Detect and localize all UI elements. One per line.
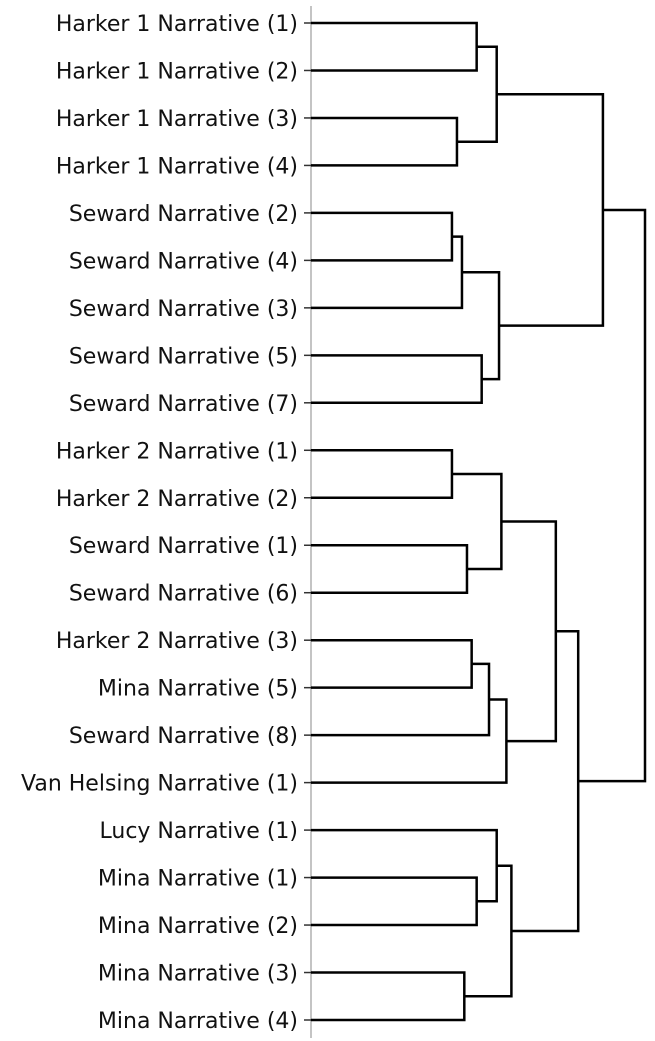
leaf-labels: Harker 1 Narrative (1) Harker 1 Narrative…: [21, 12, 298, 1034]
leaf-label: Seward Narrative (6): [69, 582, 298, 607]
leaf-label: Harker 2 Narrative (2): [56, 487, 298, 512]
leaf-label: Seward Narrative (3): [69, 297, 298, 322]
leaf-label: Seward Narrative (5): [69, 344, 298, 369]
dendrogram-branch: [311, 354, 483, 405]
leaf-label: Van Helsing Narrative (1): [21, 772, 298, 797]
dendrogram-branch: [578, 208, 647, 783]
dendrogram-branch: [496, 92, 605, 327]
leaf-label: Harker 2 Narrative (3): [56, 629, 298, 654]
dendrogram-branch: [311, 876, 478, 927]
leaf-label: Harker 1 Narrative (3): [56, 107, 298, 132]
leaf-label: Seward Narrative (2): [69, 202, 298, 227]
dendrogram-branch: [311, 543, 469, 594]
leaf-label: Mina Narrative (1): [98, 867, 298, 892]
leaf-label: Mina Narrative (5): [98, 677, 298, 702]
dendrogram-branch: [311, 828, 498, 903]
dendrogram-branch: [311, 116, 459, 167]
leaf-label: Harker 2 Narrative (1): [56, 439, 298, 464]
dendrogram-branch: [311, 449, 454, 500]
dendrogram-branch: [311, 211, 454, 262]
leaf-label: Seward Narrative (4): [69, 249, 298, 274]
dendrogram-branch: [464, 864, 513, 998]
dendrogram-branches: [311, 21, 647, 1022]
leaf-label: Seward Narrative (1): [69, 534, 298, 559]
leaf-label: Mina Narrative (3): [98, 962, 298, 987]
leaf-label: Seward Narrative (8): [69, 724, 298, 749]
leaf-label: Mina Narrative (2): [98, 914, 298, 939]
dendrogram-branch: [311, 21, 478, 72]
dendrogram-branch: [511, 630, 580, 933]
leaf-label: Harker 1 Narrative (2): [56, 59, 298, 84]
dendrogram-branch: [311, 662, 491, 737]
leaf-label: Harker 1 Narrative (1): [56, 12, 298, 37]
leaf-label: Lucy Narrative (1): [100, 819, 299, 844]
leaf-label: Harker 1 Narrative (4): [56, 154, 298, 179]
dendrogram-branch: [311, 698, 508, 784]
dendrogram-branch: [311, 971, 466, 1022]
leaf-label: Seward Narrative (7): [69, 392, 298, 417]
dendrogram-branch: [311, 235, 464, 310]
dendrogram-branch: [501, 520, 558, 743]
dendrogram-branch: [451, 472, 503, 571]
dendrogram-branch: [311, 638, 473, 689]
leaf-label: Mina Narrative (4): [98, 1009, 298, 1034]
leaf-ticks: [304, 22, 311, 1021]
